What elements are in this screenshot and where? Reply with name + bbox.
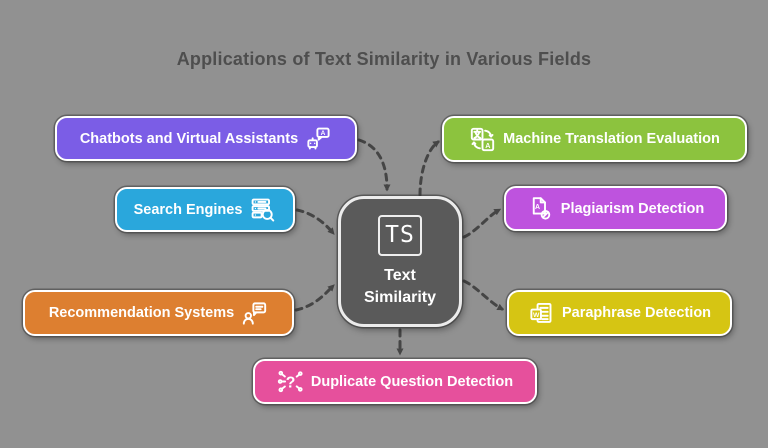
node-chatbots: Chatbots and Virtual Assistants A <box>55 116 357 161</box>
center-label: Text Similarity <box>364 265 436 308</box>
connector-search-engines <box>295 208 335 235</box>
node-recommendation-systems: Recommendation Systems <box>23 290 294 336</box>
connector-chatbots <box>357 138 391 192</box>
svg-text:W: W <box>533 311 540 318</box>
translation-icon: A <box>469 126 496 153</box>
node-paraphrase-detection: W Paraphrase Detection <box>507 290 732 336</box>
chatbot-icon: A <box>305 125 332 152</box>
svg-text:?: ? <box>286 375 296 392</box>
node-label: Paraphrase Detection <box>561 305 712 321</box>
node-label: Machine Translation Evaluation <box>503 131 720 147</box>
node-search-engines: Search Engines <box>115 187 295 232</box>
connector-machine-translation <box>418 140 441 197</box>
ts-monogram-icon: TS <box>378 214 422 256</box>
node-machine-translation-evaluation: A Machine Translation Evaluation <box>442 116 747 162</box>
center-abbrev: TS <box>385 222 415 249</box>
document-ban-icon: A <box>527 195 554 222</box>
svg-text:A: A <box>535 204 540 211</box>
svg-text:A: A <box>321 130 326 137</box>
person-chat-icon <box>241 300 268 327</box>
center-label-line2: Similarity <box>363 288 437 306</box>
node-label: Chatbots and Virtual Assistants <box>79 130 299 147</box>
node-label: Plagiarism Detection <box>560 200 705 217</box>
diagram-title: Applications of Text Similarity in Vario… <box>176 49 592 69</box>
center-node: TS Text Similarity <box>338 196 462 327</box>
node-label: Search Engines <box>133 201 243 218</box>
svg-text:A: A <box>485 140 490 149</box>
database-search-icon <box>249 196 276 223</box>
node-plagiarism-detection: A Plagiarism Detection <box>504 186 727 231</box>
center-label-line1: Text <box>384 266 416 284</box>
word-document-icon: W <box>528 300 555 327</box>
node-label: Duplicate Question Detection <box>310 373 514 390</box>
question-network-icon: ? <box>277 368 304 395</box>
connector-recommendation <box>294 284 335 312</box>
connector-paraphrase <box>462 279 505 311</box>
connector-plagiarism <box>462 208 502 239</box>
node-label: Recommendation Systems <box>48 305 235 321</box>
node-duplicate-question-detection: ? Duplicate Question Detection <box>253 359 537 404</box>
